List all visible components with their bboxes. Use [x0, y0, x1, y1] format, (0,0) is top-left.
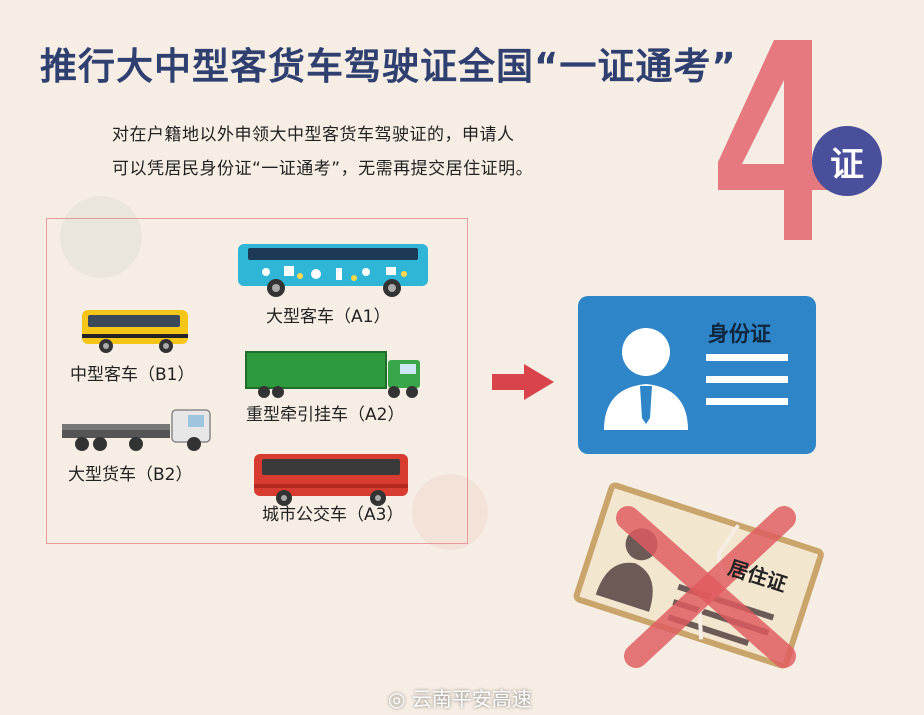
police-stamp-watermark	[412, 474, 488, 550]
vehicle-label-b1: 中型客车（B1）	[70, 365, 195, 385]
large-bus-icon	[238, 244, 428, 297]
vehicle-label-a3: 城市公交车（A3）	[262, 505, 404, 525]
police-stamp-watermark	[60, 196, 142, 278]
tractor-trailer-icon	[245, 351, 420, 398]
medium-bus-icon	[82, 310, 188, 353]
page-title: 推行大中型客货车驾驶证全国“一证通考”	[40, 45, 737, 88]
cargo-truck-icon	[62, 409, 211, 451]
residence-permit-card	[573, 482, 824, 669]
subtitle-line-2: 可以凭居民身份证“一证通考”，无需再提交居住证明。	[112, 159, 534, 179]
vehicle-label-a2: 重型牵引挂车（A2）	[246, 405, 405, 425]
city-bus-icon	[254, 454, 408, 506]
subtitle-line-1: 对在户籍地以外申领大中型客货车驾驶证的，申请人	[112, 125, 515, 145]
vehicle-types-panel	[46, 218, 468, 544]
person-silhouette-icon	[604, 328, 688, 430]
weibo-logo-icon: ◎	[388, 687, 406, 711]
arrow-right-icon	[492, 364, 554, 400]
number-four-graphic	[718, 40, 836, 240]
weibo-watermark: ◎ 云南平安高速	[388, 683, 532, 712]
certificate-badge: 证	[812, 126, 882, 196]
id-card-title: 身份证	[708, 322, 771, 346]
watermark-text: 云南平安高速	[411, 687, 532, 711]
id-card-text-lines	[706, 354, 788, 405]
vehicle-label-b2: 大型货车（B2）	[68, 465, 193, 485]
vehicle-label-a1: 大型客车（A1）	[266, 307, 391, 327]
